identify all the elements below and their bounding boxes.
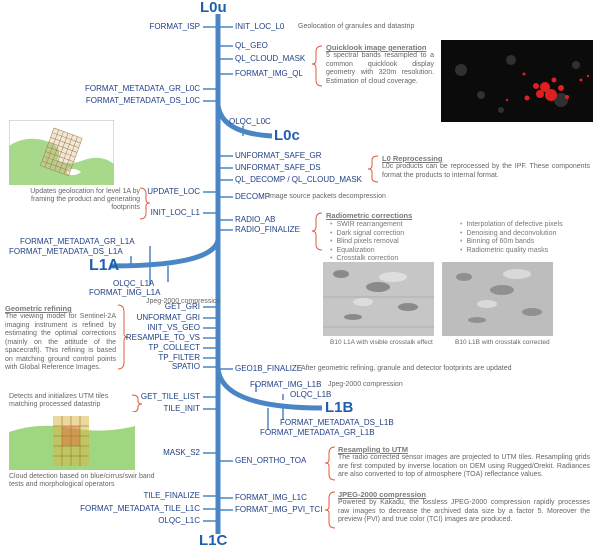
step-format-metadata-tile-l1c: FORMAT_METADATA_TILE_L1C: [80, 504, 200, 513]
radiometric-title: Radiometric corrections: [326, 211, 413, 220]
note-cloud-detection: Cloud detection based on blue/cirrus/swi…: [9, 473, 155, 488]
step-format-metadata-ds-l1b: FORMAT_METADATA_DS_L1B: [280, 418, 394, 427]
step-tile-finalize: TILE_FINALIZE: [143, 491, 200, 500]
step-format-img-ql: FORMAT_IMG_QL: [235, 69, 303, 78]
radiometric-item: Binning of 60m bands: [460, 238, 534, 247]
step-format-metadata-gr-l0c: FORMAT_METADATA_GR_L0C: [85, 84, 200, 93]
quicklook-text: 5 spectral bands resampled to a common q…: [326, 52, 434, 85]
step-ql-decomp: QL_DECOMP / QL_CLOUD_MASK: [235, 175, 363, 184]
step-get-tile-list: GET_TILE_LIST: [140, 392, 200, 401]
step-unformat-safe-ds: UNFORMAT_SAFE_DS: [235, 163, 321, 172]
step-spatio: SPATIO: [171, 362, 200, 371]
step-format-img-l1a: FORMAT_IMG_L1A: [89, 288, 161, 297]
step-unformat-gri: UNFORMAT_GRI: [136, 313, 200, 322]
step-tile-init: TILE_INIT: [163, 404, 200, 413]
jpeg2000-title: JPEG-2000 compression: [338, 490, 426, 499]
level-l1c: L1C: [199, 532, 228, 549]
note-jpeg-l1a: Jpeg-2000 compression: [146, 298, 221, 305]
level-l0c: L0c: [274, 127, 300, 144]
note-footprints-updated: After geometric refining, granule and de…: [301, 365, 512, 372]
step-init-vs-geo: INIT_VS_GEO: [147, 323, 200, 332]
step-get-gri: GET_GRI: [164, 302, 200, 311]
crosstalk-left-image: [323, 262, 434, 336]
step-format-img-l1b: FORMAT_IMG_L1B: [250, 380, 322, 389]
l1b-branch-curve: [215, 367, 323, 411]
resampling-title: Resampling to UTM: [338, 445, 409, 454]
radiometric-item: SWIR rearrangement: [330, 221, 402, 230]
level-l1a: L1A: [89, 257, 120, 274]
caption-crosstalk-left: B10 L1A with visible crosstalk effect: [330, 339, 433, 346]
step-tp-collect: TP_COLLECT: [148, 343, 200, 352]
note-update-geoloc: Updates geolocation for level 1A by fram…: [30, 188, 140, 211]
resampling-text: The radio corrected sensor images are pr…: [338, 454, 590, 478]
step-olqc-l1a: OLQC_L1A: [113, 279, 155, 288]
step-ql-cloud-mask: QL_CLOUD_MASK: [235, 54, 306, 63]
step-tp-filter: TP_FILTER: [158, 353, 200, 362]
geometric-title: Geometric refining: [5, 304, 72, 313]
step-decomp: DECOMP: [235, 192, 271, 201]
geometric-text: The viewing model for Sentinel-2A imagin…: [5, 313, 116, 371]
step-init-loc-l1: INIT_LOC_L1: [150, 208, 200, 217]
step-radio-ab: RADIO_AB: [235, 215, 276, 224]
step-format-img-l1c: FORMAT_IMG_L1C: [235, 493, 307, 502]
note-geolocation: Geolocation of granules and datastrip: [298, 23, 415, 30]
step-olqc-l1b: OLQC_L1B: [290, 390, 332, 399]
radiometric-item: Blind pixels removal: [330, 238, 398, 247]
bracket-tile-detection: [131, 394, 143, 413]
step-olqc-l1c: OLQC_L1C: [158, 516, 200, 525]
radiometric-item: Denoising and deconvolution: [460, 230, 556, 239]
l0-reprocessing-text: L0c products can be reprocessed by the I…: [382, 163, 590, 179]
utm-tiles-image: [9, 412, 135, 470]
bracket-geometric: [117, 304, 129, 370]
step-mask-s2: MASK_S2: [163, 448, 200, 457]
step-geo1b-finalize: GEO1B_FINALIZE: [235, 364, 303, 373]
step-format-metadata-gr-l1a: FORMAT_METADATA_GR_L1A: [20, 237, 135, 246]
footprint-map-image: [9, 120, 114, 185]
step-format-img-pvi-tci: FORMAT_IMG_PVI_TCI: [235, 505, 323, 514]
level-l1b: L1B: [325, 399, 354, 416]
radiometric-item: Interpolation of defective pixels: [460, 221, 562, 230]
note-jpeg-l1b: Jpeg-2000 compression: [328, 381, 403, 388]
caption-crosstalk-right: B10 L1B with crosstalk corrected: [455, 339, 550, 346]
step-update-loc: UPDATE_LOC: [147, 187, 200, 196]
quicklook-cloud-image: [441, 40, 593, 122]
step-unformat-safe-gr: UNFORMAT_SAFE_GR: [235, 151, 322, 160]
bracket-update-loc: [139, 187, 151, 220]
step-format-metadata-ds-l0c: FORMAT_METADATA_DS_L0C: [85, 96, 200, 105]
bracket-jpeg2000: [324, 491, 336, 529]
radiometric-item: Dark signal correction: [330, 230, 404, 239]
note-decompression: Image source packets decompression: [268, 193, 386, 200]
step-format-metadata-gr-l1b: FORMAT_METADATA_GR_L1B: [260, 428, 375, 437]
l0-reprocessing-title: L0 Reprocessing: [382, 154, 443, 163]
jpeg2000-text: Powered by Kakadu, the lossless JPEG-200…: [338, 499, 590, 523]
bracket-quicklook: [311, 45, 323, 87]
crosstalk-right-image: [442, 262, 553, 336]
step-format-isp: FORMAT_ISP: [149, 22, 200, 31]
radiometric-item: Crosstalk correction: [330, 255, 398, 264]
step-gen-ortho-toa: GEN_ORTHO_TOA: [235, 456, 307, 465]
step-init-loc-l0: INIT_LOC_L0: [235, 22, 285, 31]
bracket-l0-reprocessing: [367, 155, 379, 183]
radiometric-item: Equalization: [330, 247, 374, 256]
step-olqc-l0c: OLQC_L0C: [229, 117, 271, 126]
level-l0u: L0u: [200, 0, 227, 16]
bracket-radiometric: [311, 212, 323, 251]
bracket-resampling: [324, 446, 336, 481]
step-ql-geo: QL_GEO: [235, 41, 268, 50]
radiometric-item: Radiometric quality masks: [460, 247, 548, 256]
quicklook-title: Quicklook image generation: [326, 43, 427, 52]
step-format-metadata-ds-l1a: FORMAT_METADATA_DS_L1A: [9, 247, 123, 256]
l0c-branch-curve: [215, 104, 273, 139]
step-radio-finalize: RADIO_FINALIZE: [235, 225, 300, 234]
note-detects-tiles: Detects and initializes UTM tiles matchi…: [9, 393, 109, 408]
step-resample-to-vs: RESAMPLE_TO_VS: [125, 333, 200, 342]
